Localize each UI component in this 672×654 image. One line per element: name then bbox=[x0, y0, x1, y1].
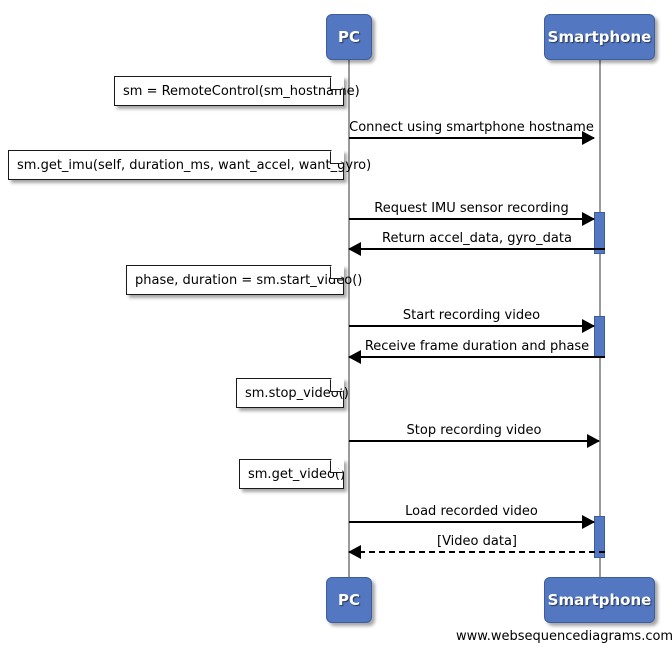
note-remote-control: sm = RemoteControl(sm_hostname) bbox=[114, 76, 360, 106]
message-start-recording-video: Start recording video bbox=[349, 308, 595, 333]
note-stop-video-text: sm.stop_video() bbox=[245, 385, 349, 401]
arrowhead-right-icon bbox=[582, 515, 595, 529]
arrowhead-right-icon bbox=[582, 319, 595, 333]
message-line bbox=[349, 551, 605, 553]
message-return-accel-gyro: Return accel_data, gyro_data bbox=[348, 231, 605, 256]
message-line bbox=[349, 248, 605, 250]
message-load-recorded-video: Load recorded video bbox=[349, 504, 595, 529]
activation-bar-smartphone-load bbox=[594, 516, 605, 558]
participant-header-smartphone-label: Smartphone bbox=[547, 28, 652, 46]
message-request-imu-recording: Request IMU sensor recording bbox=[349, 201, 595, 226]
note-get-imu: sm.get_imu(self, duration_ms, want_accel… bbox=[8, 150, 371, 180]
note-start-video-text: phase, duration = sm.start_video() bbox=[135, 272, 363, 288]
note-remote-control-text: sm = RemoteControl(sm_hostname) bbox=[123, 83, 360, 99]
note-get-video-text: sm.get_video() bbox=[248, 466, 346, 482]
participant-footer-smartphone[interactable]: Smartphone bbox=[544, 577, 655, 623]
arrowhead-left-icon bbox=[348, 242, 361, 256]
message-label: Request IMU sensor recording bbox=[374, 201, 569, 216]
message-receive-frame-duration-phase: Receive frame duration and phase bbox=[348, 339, 605, 364]
message-line bbox=[349, 356, 605, 358]
message-video-data: [Video data] bbox=[348, 534, 605, 559]
arrowhead-right-icon bbox=[582, 131, 595, 145]
message-stop-recording-video: Stop recording video bbox=[349, 423, 600, 448]
participant-footer-smartphone-label: Smartphone bbox=[547, 591, 652, 609]
arrowhead-right-icon bbox=[582, 212, 595, 226]
arrowhead-right-icon bbox=[587, 434, 600, 448]
note-get-imu-text: sm.get_imu(self, duration_ms, want_accel… bbox=[17, 157, 372, 173]
participant-footer-pc[interactable]: PC bbox=[326, 577, 372, 623]
arrowhead-left-icon bbox=[348, 545, 361, 559]
message-line bbox=[349, 325, 594, 327]
message-label: Stop recording video bbox=[406, 423, 542, 438]
participant-header-pc-label: PC bbox=[337, 28, 360, 46]
message-line bbox=[349, 218, 594, 220]
message-label: Return accel_data, gyro_data bbox=[382, 231, 572, 246]
arrowhead-left-icon bbox=[348, 350, 361, 364]
message-label: [Video data] bbox=[437, 534, 517, 549]
message-label: Receive frame duration and phase bbox=[364, 339, 590, 354]
message-label: Connect using smartphone hostname bbox=[349, 120, 594, 135]
message-line bbox=[349, 137, 594, 139]
message-label: Start recording video bbox=[402, 308, 541, 323]
note-stop-video: sm.stop_video() bbox=[236, 378, 349, 408]
credit-watermark: www.websequencediagrams.com bbox=[456, 629, 672, 644]
message-connect-using-hostname: Connect using smartphone hostname bbox=[349, 120, 595, 145]
lifeline-pc bbox=[348, 60, 350, 580]
note-get-video: sm.get_video() bbox=[239, 459, 346, 489]
participant-header-pc[interactable]: PC bbox=[326, 14, 372, 60]
message-label: Load recorded video bbox=[405, 504, 538, 519]
message-line bbox=[349, 440, 599, 442]
participant-header-smartphone[interactable]: Smartphone bbox=[544, 14, 655, 60]
participant-footer-pc-label: PC bbox=[337, 591, 360, 609]
message-line bbox=[349, 521, 594, 523]
activation-bar-smartphone-imu bbox=[594, 212, 605, 254]
note-start-video: phase, duration = sm.start_video() bbox=[126, 265, 362, 295]
